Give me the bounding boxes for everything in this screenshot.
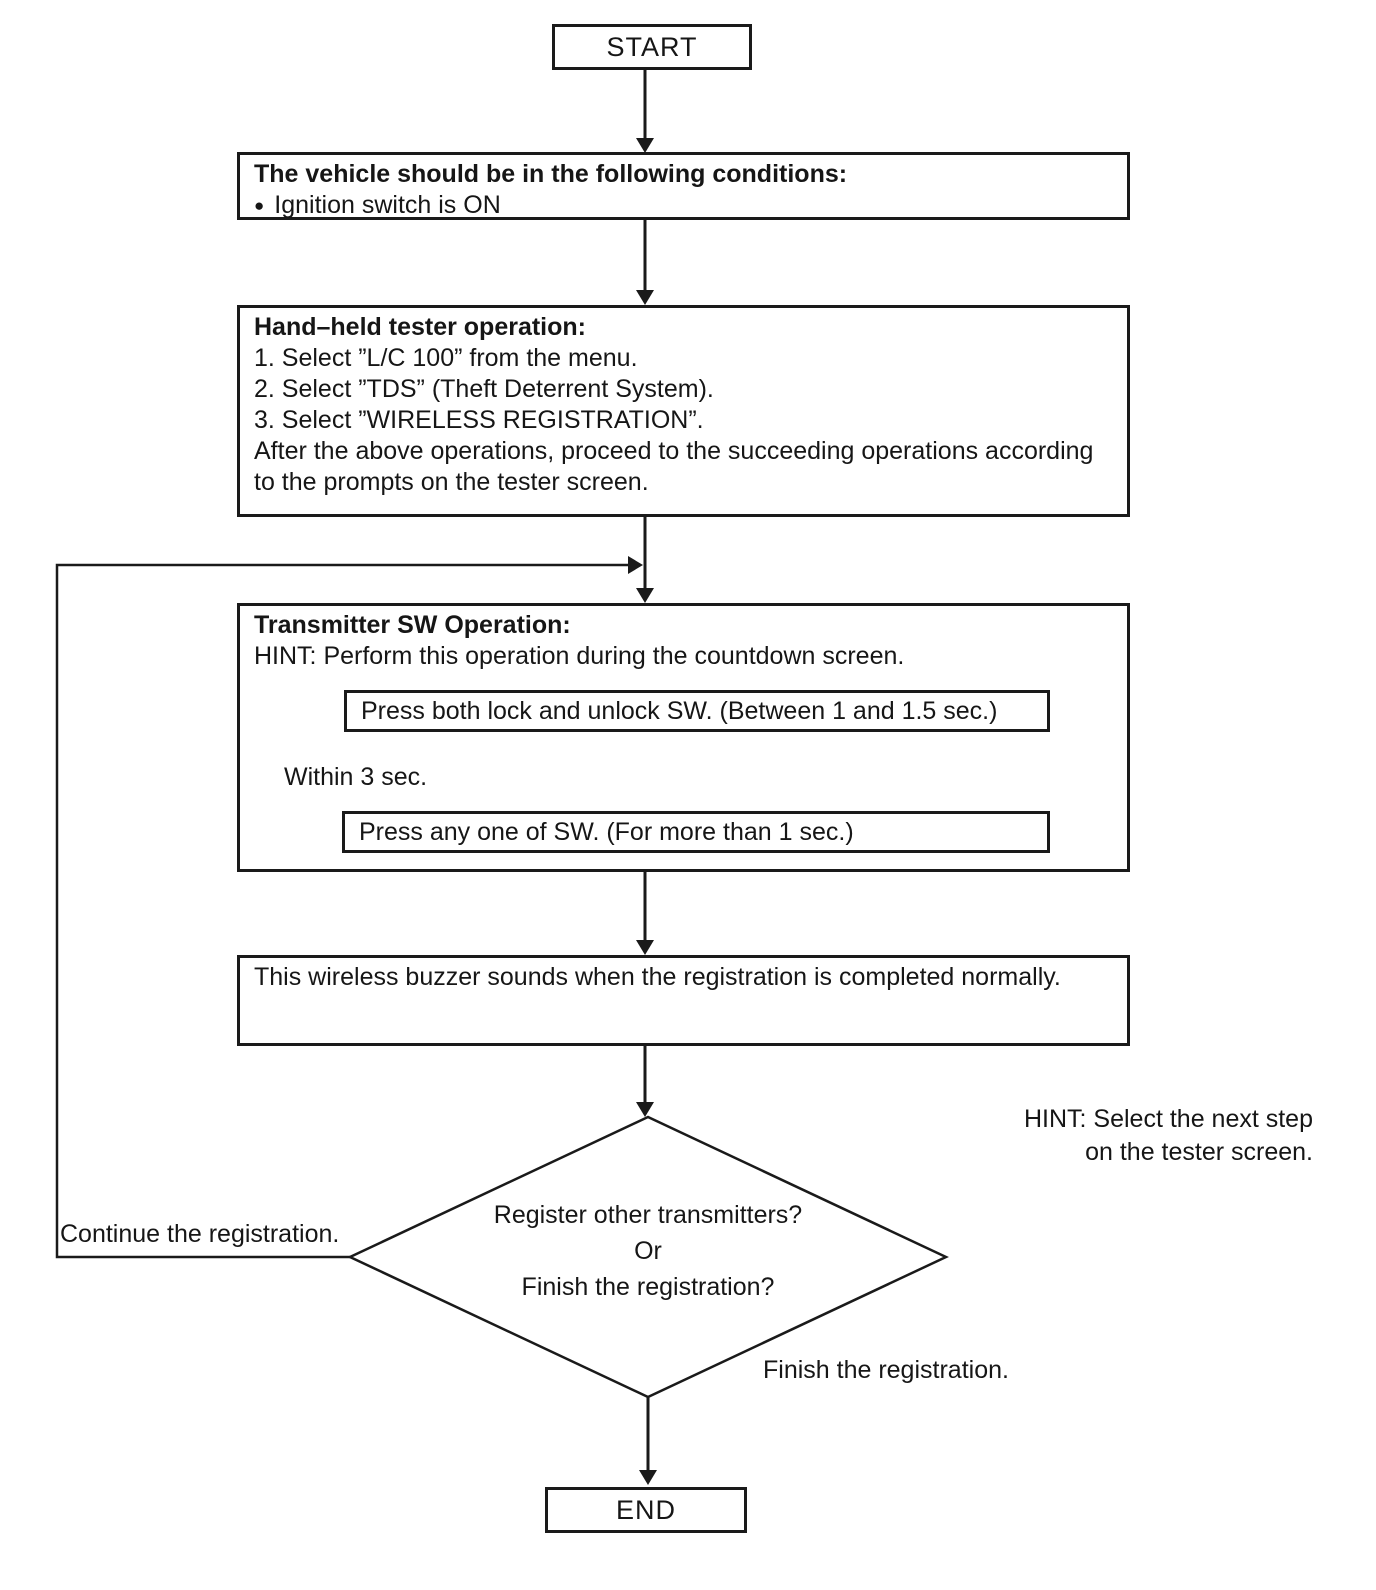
condition-bullet-item: ● Ignition switch is ON bbox=[254, 190, 1113, 221]
tester-step-3: 3. Select ”WIRELESS REGISTRATION”. bbox=[254, 406, 704, 434]
tester-step-1: 1. Select ”L/C 100” from the menu. bbox=[254, 344, 638, 372]
buzzer-text: This wireless buzzer sounds when the reg… bbox=[254, 963, 1061, 991]
press-lock-unlock-text: Press both lock and unlock SW. (Between … bbox=[361, 696, 998, 725]
tester-node: Hand–held tester operation: 1. Select ”L… bbox=[237, 305, 1130, 517]
conditions-node: The vehicle should be in the following c… bbox=[237, 152, 1130, 220]
conditions-title: The vehicle should be in the following c… bbox=[254, 160, 848, 188]
buzzer-node: This wireless buzzer sounds when the reg… bbox=[237, 955, 1130, 1046]
tester-step-2: 2. Select ”TDS” (Theft Deterrent System)… bbox=[254, 375, 714, 403]
continue-label: Continue the registration. bbox=[60, 1220, 340, 1248]
arrow-transmitter-to-buzzer bbox=[636, 872, 654, 955]
decision-text: Register other transmitters? Or Finish t… bbox=[348, 1197, 948, 1305]
condition-text: Ignition switch is ON bbox=[274, 191, 501, 219]
arrow-start-to-conditions bbox=[636, 70, 654, 153]
press-lock-unlock-node: Press both lock and unlock SW. (Between … bbox=[344, 690, 1050, 732]
end-node: END bbox=[545, 1487, 747, 1533]
arrow-conditions-to-tester bbox=[636, 220, 654, 305]
bullet-icon: ● bbox=[254, 196, 265, 215]
hint-annotation-line-1: HINT: Select the next step bbox=[1023, 1105, 1313, 1133]
tester-title: Hand–held tester operation: bbox=[254, 313, 586, 341]
press-any-sw-node: Press any one of SW. (For more than 1 se… bbox=[342, 811, 1050, 853]
within-3-sec-label: Within 3 sec. bbox=[284, 763, 428, 791]
decision-line-2: Or bbox=[634, 1237, 662, 1265]
start-node: START bbox=[552, 24, 752, 70]
arrow-decision-to-end bbox=[639, 1397, 657, 1485]
arrow-buzzer-to-decision bbox=[636, 1046, 654, 1117]
arrow-tester-to-transmitter bbox=[636, 517, 654, 603]
end-label: END bbox=[615, 1494, 676, 1525]
transmitter-title: Transmitter SW Operation: bbox=[254, 611, 571, 639]
press-any-sw-text: Press any one of SW. (For more than 1 se… bbox=[359, 817, 854, 846]
loopback-path bbox=[55, 556, 643, 1259]
tester-note: After the above operations, proceed to t… bbox=[254, 437, 1094, 496]
decision-line-3: Finish the registration? bbox=[521, 1273, 775, 1301]
hint-annotation: HINT: Select the next step on the tester… bbox=[1024, 1103, 1313, 1169]
finish-label: Finish the registration. bbox=[763, 1356, 1009, 1384]
decision-line-1: Register other transmitters? bbox=[493, 1201, 803, 1229]
start-label: START bbox=[606, 31, 698, 62]
transmitter-hint: HINT: Perform this operation during the … bbox=[254, 642, 905, 670]
hint-annotation-line-2: on the tester screen. bbox=[1085, 1138, 1313, 1166]
